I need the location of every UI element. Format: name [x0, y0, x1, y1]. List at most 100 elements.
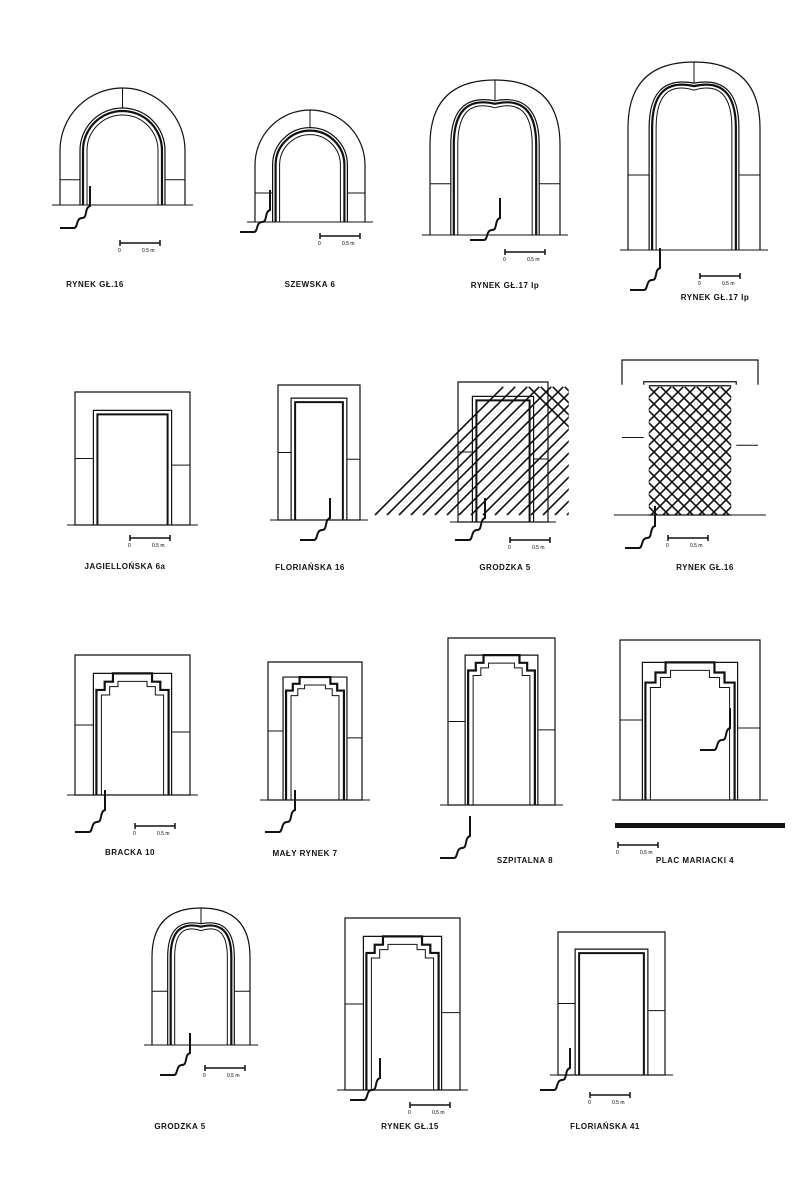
stone-joint [622, 437, 758, 446]
portal-drawing-pointed: 0.5 m 0 [620, 61, 768, 291]
stone-joint [255, 110, 365, 194]
stone-joint [458, 451, 548, 460]
moulding-profile [300, 498, 331, 541]
scale-bar-label: 0 [666, 543, 669, 549]
portal-drawing-rect: 0.5 m0 [450, 381, 556, 551]
portal-moulding [467, 654, 536, 805]
scale-bar-label: 0.5 m [527, 257, 540, 263]
scale-bar [617, 842, 659, 848]
portal-opening [457, 105, 533, 235]
portal-moulding [365, 935, 440, 1090]
scale-bar-label: 0.5 m [157, 831, 170, 837]
scale-bar-label: 0 [318, 241, 321, 247]
stone-joint [75, 458, 190, 466]
scale-bar-label: 0.5 m [690, 543, 703, 549]
portal-inner-edge [92, 409, 173, 525]
scale-bar-label: 0.5 m [640, 850, 653, 856]
portal-label: FLORIAŃSKA 16 [275, 563, 345, 572]
scale-bar-label: 0 [203, 1073, 206, 1079]
portal-moulding [96, 413, 169, 525]
portal-drawing-lattice: 0.5 m 0 [374, 359, 809, 549]
scale-bar [409, 1102, 451, 1108]
portal-label: RYNEK GŁ.17 Ip [680, 293, 750, 302]
moulding-profile [470, 198, 501, 241]
lattice-bar [410, 386, 540, 516]
lattice-bar [446, 386, 576, 516]
portal-drawing-round: 0.5 m 0 [52, 87, 193, 254]
portal-inner-edge [450, 99, 540, 235]
portal-opening [472, 662, 531, 805]
portal-label: RYNEK GŁ.16 [66, 280, 124, 289]
floor-slab [615, 823, 785, 828]
lattice-bar [458, 386, 588, 516]
moulding-profile [625, 506, 656, 549]
stone-joint [628, 62, 760, 176]
scale-bar-label: 0 [118, 248, 121, 254]
lattice-bar [374, 386, 504, 516]
scale-bar-label: 0.5 m [142, 248, 155, 254]
stone-joint [430, 80, 560, 185]
moulding-profile [60, 186, 91, 229]
portal-label: SZEWSKA 6 [284, 280, 336, 289]
scale-bar [699, 273, 741, 279]
portal-drawing-pointed: 0.5 m0 [422, 79, 568, 263]
portal-drawing-stepped: 0.5 m0 [337, 917, 468, 1116]
portal-moulding [169, 924, 233, 1045]
moulding-profile [240, 190, 271, 233]
portal-moulding [452, 101, 538, 235]
stone-joint [60, 88, 185, 181]
moulding-profile [350, 1058, 381, 1101]
portal-moulding [651, 83, 737, 250]
scale-bar [589, 1092, 631, 1098]
stone-joint [278, 452, 360, 460]
scale-bar-label: 0.5 m [432, 1110, 445, 1116]
moulding-profile [630, 248, 661, 291]
moulding-profile [455, 498, 486, 541]
portal-moulding [647, 385, 733, 515]
portal-inner-edge [464, 654, 539, 805]
portal-inner-edge [92, 672, 173, 795]
scale-bar [509, 537, 551, 543]
portal-drawing-stepped: 0.5 m0 [67, 654, 198, 837]
portal-inner-edge [362, 935, 443, 1090]
scale-bar-label: 0.5 m [612, 1100, 625, 1106]
stone-joint [268, 730, 362, 739]
scale-bar-label: 0.5 m [722, 281, 735, 287]
lattice-bar [434, 386, 564, 516]
moulding-profile [700, 708, 731, 751]
portal-opening [100, 680, 165, 795]
stone-joint [152, 908, 250, 992]
portal-drawing-round: 0.5 m 0 [240, 109, 373, 247]
portal-label: RYNEK GŁ.17 Ip [470, 281, 540, 290]
portal-drawing-stepped [440, 637, 563, 859]
scale-bar-label: 0 [508, 545, 511, 551]
scale-bar [504, 249, 546, 255]
portal-opening [655, 87, 733, 250]
mask [731, 384, 809, 523]
lattice-bar [422, 386, 552, 516]
moulding-profile [540, 1048, 571, 1091]
portal-moulding [284, 675, 346, 800]
mask [568, 384, 649, 523]
scale-bar-label: 0 [698, 281, 701, 287]
portal-label: JAGIELLOŃSKA 6a [84, 562, 166, 571]
scale-bar-label: 0 [616, 850, 619, 856]
portal-moulding [81, 109, 164, 205]
lattice-bar [386, 386, 516, 516]
scale-bar-label: 0.5 m [227, 1073, 240, 1079]
portal-moulding [95, 672, 170, 795]
portal-drawing-pointed: 0.5 m 0 [144, 907, 258, 1079]
portal-label: PLAC MARIACKI 4 [655, 856, 735, 865]
portal-label: RYNEK GŁ.15 [381, 1122, 439, 1131]
portal-inner-edge [641, 661, 739, 800]
portal-moulding [274, 129, 346, 222]
portal-label: GRODZKA 5 [479, 563, 531, 572]
portal-opening [649, 669, 731, 800]
scale-bar [204, 1065, 246, 1071]
moulding-profile [265, 790, 296, 833]
moulding-profile [75, 790, 106, 833]
portal-opening [290, 684, 340, 800]
scale-bar-label: 0.5 m [342, 241, 355, 247]
portal-label: BRACKA 10 [105, 848, 155, 857]
